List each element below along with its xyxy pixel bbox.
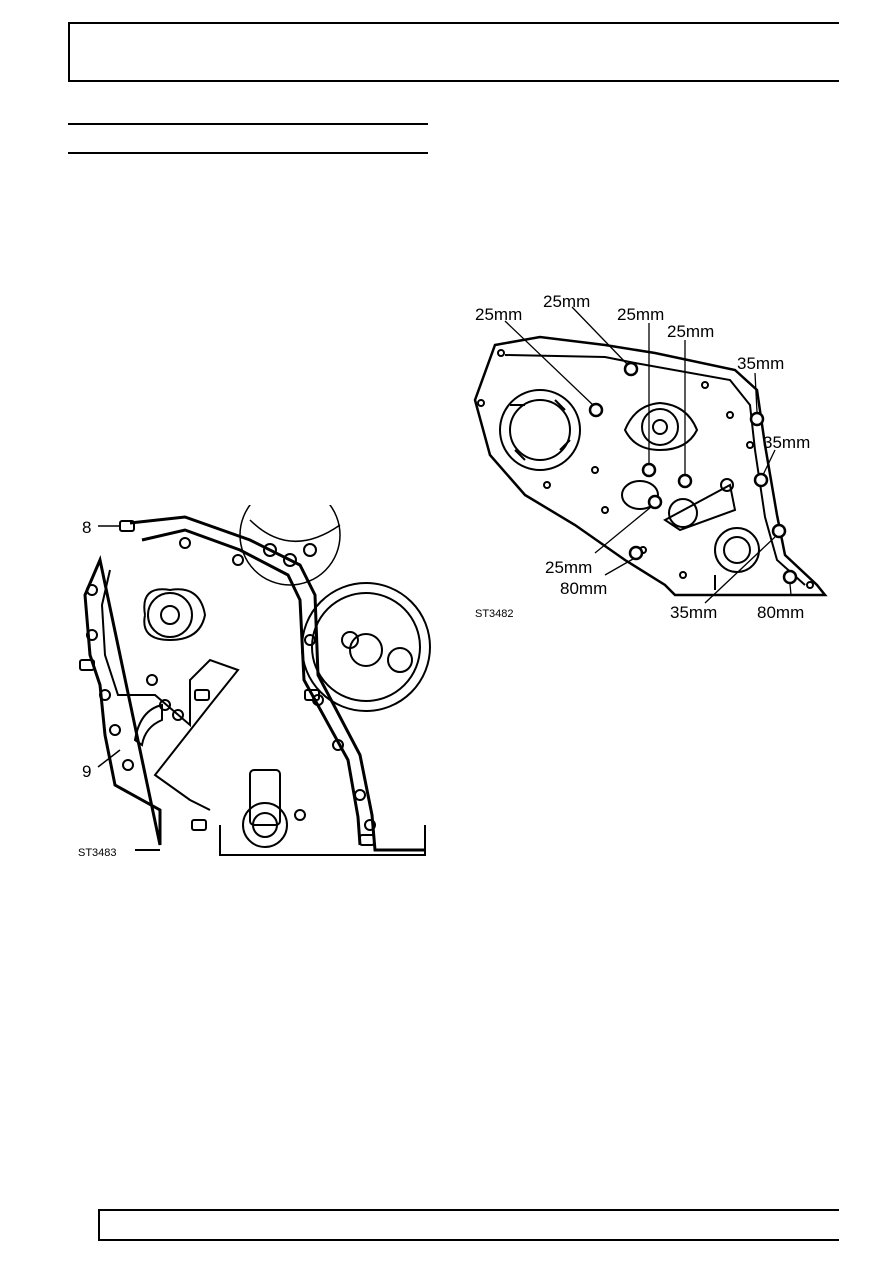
pulley-outer (301, 582, 431, 712)
section-rule-bottom (68, 152, 428, 154)
page-footer-box (98, 1209, 839, 1241)
section-rule-top (68, 123, 428, 125)
callout-8: 8 (82, 518, 91, 537)
bolt-label-8: 80mm (560, 579, 607, 598)
bolt-label-2: 25mm (543, 292, 590, 311)
bolt-label-5: 35mm (737, 354, 784, 373)
page-header-box (68, 22, 839, 82)
callout-9: 9 (82, 762, 91, 781)
bolt-label-6: 35mm (763, 433, 810, 452)
bolt-diagram: 25mm 25mm 25mm 25mm 35mm 35mm 25mm 80mm … (473, 292, 828, 622)
figure-id-st3483: ST3483 (78, 847, 117, 859)
figure-timing-cover-bolts: 25mm 25mm 25mm 25mm 35mm 35mm 25mm 80mm … (465, 285, 840, 630)
bolt-label-7: 25mm (545, 558, 592, 577)
gasket-illustration: 8 9 (79, 484, 431, 856)
figure-timing-cover-gasket: 8 9 ST3483 (60, 484, 435, 880)
figure-id-st3482: ST3482 (475, 608, 514, 620)
bolt-label-9: 35mm (670, 603, 717, 622)
bolt-label-3: 25mm (617, 305, 664, 324)
bolt-label-4: 25mm (667, 322, 714, 341)
bolt-label-10: 80mm (757, 603, 804, 622)
bolt-label-1: 25mm (475, 305, 522, 324)
